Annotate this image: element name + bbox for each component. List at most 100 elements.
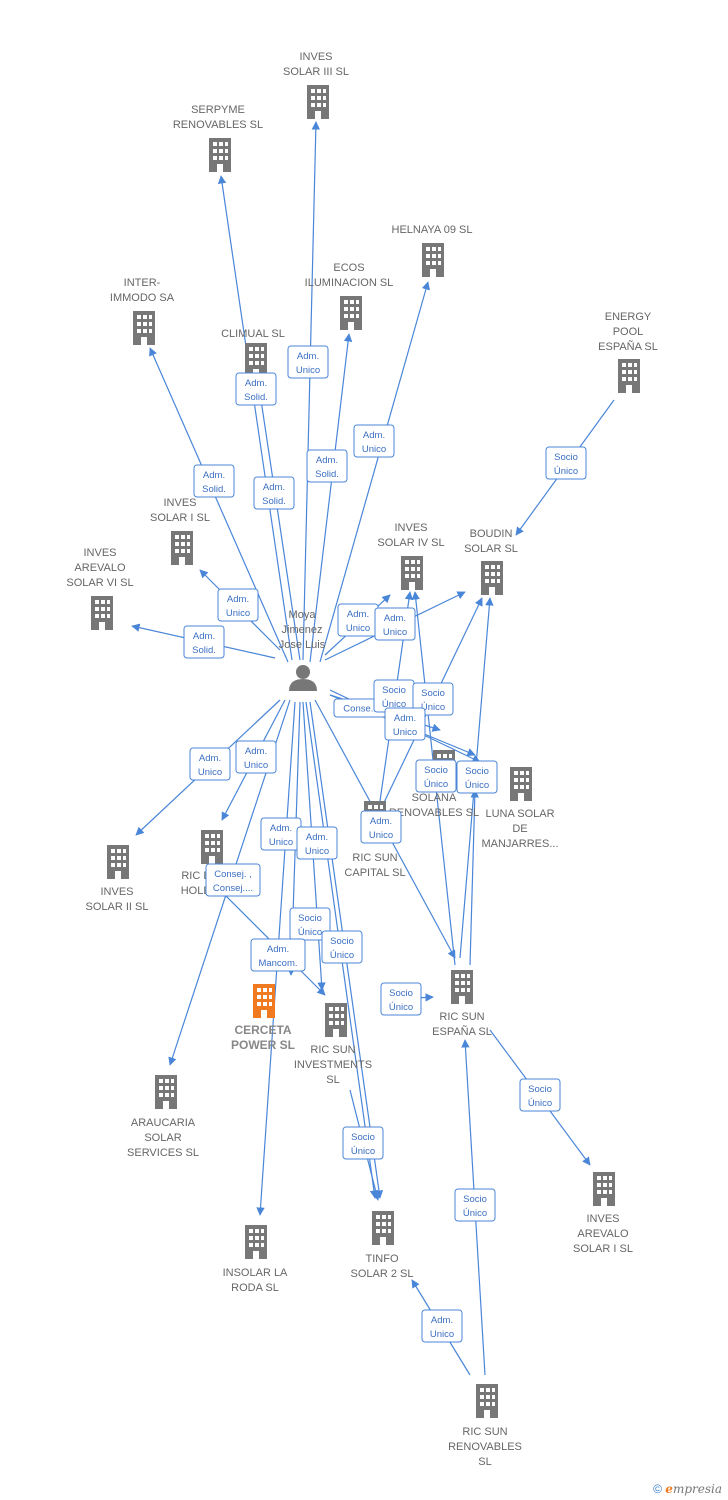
edge-label[interactable]: Adm.Unico <box>353 424 395 458</box>
building-icon[interactable] <box>91 596 113 630</box>
edge-label-text[interactable]: Adm. <box>203 470 225 481</box>
company-label[interactable]: INVES <box>586 1213 619 1225</box>
company-node-inter-immodo[interactable]: INTER-IMMODO SA <box>110 277 175 345</box>
company-label[interactable]: CAPITAL SL <box>344 867 405 879</box>
company-label[interactable]: TINFO <box>366 1253 399 1265</box>
edge-label-text[interactable]: Consej.... <box>213 883 253 894</box>
company-label[interactable]: SOLANA <box>412 792 457 804</box>
edge-label-text[interactable]: Solid. <box>202 484 226 495</box>
edge-label[interactable]: Adm.Unico <box>337 603 379 637</box>
building-icon[interactable] <box>253 984 275 1018</box>
edge-label-text[interactable]: Único <box>421 702 445 713</box>
edge-label-text[interactable]: Socio <box>465 766 489 777</box>
company-label[interactable]: SOLAR I SL <box>573 1243 633 1255</box>
edge-label-text[interactable]: Adm. <box>263 482 285 493</box>
building-icon[interactable] <box>209 138 231 172</box>
edge-label[interactable]: Adm.Unico <box>374 607 416 641</box>
edge-label-text[interactable]: Adm. <box>193 631 215 642</box>
company-label[interactable]: SERVICES SL <box>127 1147 199 1159</box>
edge-label-text[interactable]: Adm. <box>267 944 289 955</box>
company-label[interactable]: ESPAÑA SL <box>432 1025 492 1038</box>
edge-label-text[interactable]: Unico <box>369 830 393 841</box>
edge-label-text[interactable]: Unico <box>226 608 250 619</box>
edge-label-text[interactable]: Solid. <box>244 392 268 403</box>
building-icon[interactable] <box>401 556 423 590</box>
company-label[interactable]: INVES <box>394 522 427 534</box>
edge-label[interactable]: Adm.Unico <box>360 810 402 844</box>
edge-label-text[interactable]: Único <box>351 1146 375 1157</box>
edge-label[interactable]: Adm. Solid. <box>235 372 277 406</box>
edge-label-text[interactable]: Único <box>465 780 489 791</box>
company-label[interactable]: RIC E <box>181 870 210 882</box>
building-icon[interactable] <box>155 1075 177 1109</box>
company-label[interactable]: AREVALO <box>74 562 126 574</box>
person-icon[interactable] <box>296 665 310 679</box>
person-name-line[interactable]: Jose Luis <box>279 639 326 651</box>
edge-label[interactable]: Adm. Solid. <box>253 476 295 510</box>
edge-label[interactable]: Adm.Mancom. <box>250 938 306 972</box>
building-icon[interactable] <box>245 1225 267 1259</box>
edge-label-text[interactable]: Único <box>330 950 354 961</box>
edge-label[interactable]: Adm.Solid. <box>306 449 348 483</box>
person-name-line[interactable]: Jimenez <box>282 624 323 636</box>
company-label[interactable]: SL <box>326 1074 339 1086</box>
building-icon[interactable] <box>171 531 193 565</box>
edge-label-text[interactable]: Unico <box>362 444 386 455</box>
company-label[interactable]: CLIMUAL SL <box>221 328 285 340</box>
edge-label-text[interactable]: Unico <box>244 760 268 771</box>
person-icon-body[interactable] <box>289 679 317 691</box>
company-label[interactable]: IMMODO SA <box>110 292 175 304</box>
edge-label[interactable]: Adm.Unico <box>217 588 259 622</box>
building-icon[interactable] <box>422 243 444 277</box>
edge-label-text[interactable]: Adm. <box>306 832 328 843</box>
edge-label-text[interactable]: Adm. <box>245 378 267 389</box>
company-label[interactable]: LUNA SOLAR <box>485 808 554 820</box>
company-label[interactable]: ARAUCARIA <box>131 1117 196 1129</box>
company-label[interactable]: SL <box>478 1456 491 1468</box>
edge-label-text[interactable]: Único <box>424 779 448 790</box>
edge-label-text[interactable]: Unico <box>305 846 329 857</box>
edge-label-text[interactable]: Unico <box>430 1329 454 1340</box>
building-icon[interactable] <box>307 85 329 119</box>
edge-label-text[interactable]: Adm. <box>297 351 319 362</box>
company-label[interactable]: RENOVABLES SL <box>173 119 263 131</box>
edge-label-text[interactable]: Conse... <box>343 704 378 715</box>
company-label[interactable]: BOUDIN <box>470 528 513 540</box>
edge-label-text[interactable]: Unico <box>393 727 417 738</box>
company-label[interactable]: ILUMINACION SL <box>305 277 394 289</box>
company-node-ric-holding[interactable]: RIC E HOLD <box>181 830 223 897</box>
edge-label-text[interactable]: Único <box>389 1002 413 1013</box>
edge-label-text[interactable]: Adm. <box>384 613 406 624</box>
building-icon[interactable] <box>451 970 473 1004</box>
company-label[interactable]: CERCETA <box>234 1023 291 1037</box>
company-label[interactable]: INVES <box>100 886 133 898</box>
company-node-ecos[interactable]: ECOS ILUMINACION SL <box>305 262 394 330</box>
edge-label-text[interactable]: Socio <box>330 936 354 947</box>
edge-label-text[interactable]: Único <box>528 1098 552 1109</box>
edge-label-text[interactable]: Solid. <box>262 496 286 507</box>
company-label[interactable]: HOLD <box>181 885 212 897</box>
edge-label-text[interactable]: Adm. <box>199 753 221 764</box>
edge-label-text[interactable]: Unico <box>346 623 370 634</box>
edge-label-text[interactable]: Consej. , <box>214 869 252 880</box>
company-label[interactable]: HELNAYA 09 SL <box>392 224 473 236</box>
company-label[interactable]: ECOS <box>333 262 364 274</box>
building-icon[interactable] <box>618 359 640 393</box>
edge-label[interactable]: Adm.Unico <box>189 747 231 781</box>
edge-label[interactable]: Adm.Unico <box>260 817 302 851</box>
building-icon[interactable] <box>481 561 503 595</box>
